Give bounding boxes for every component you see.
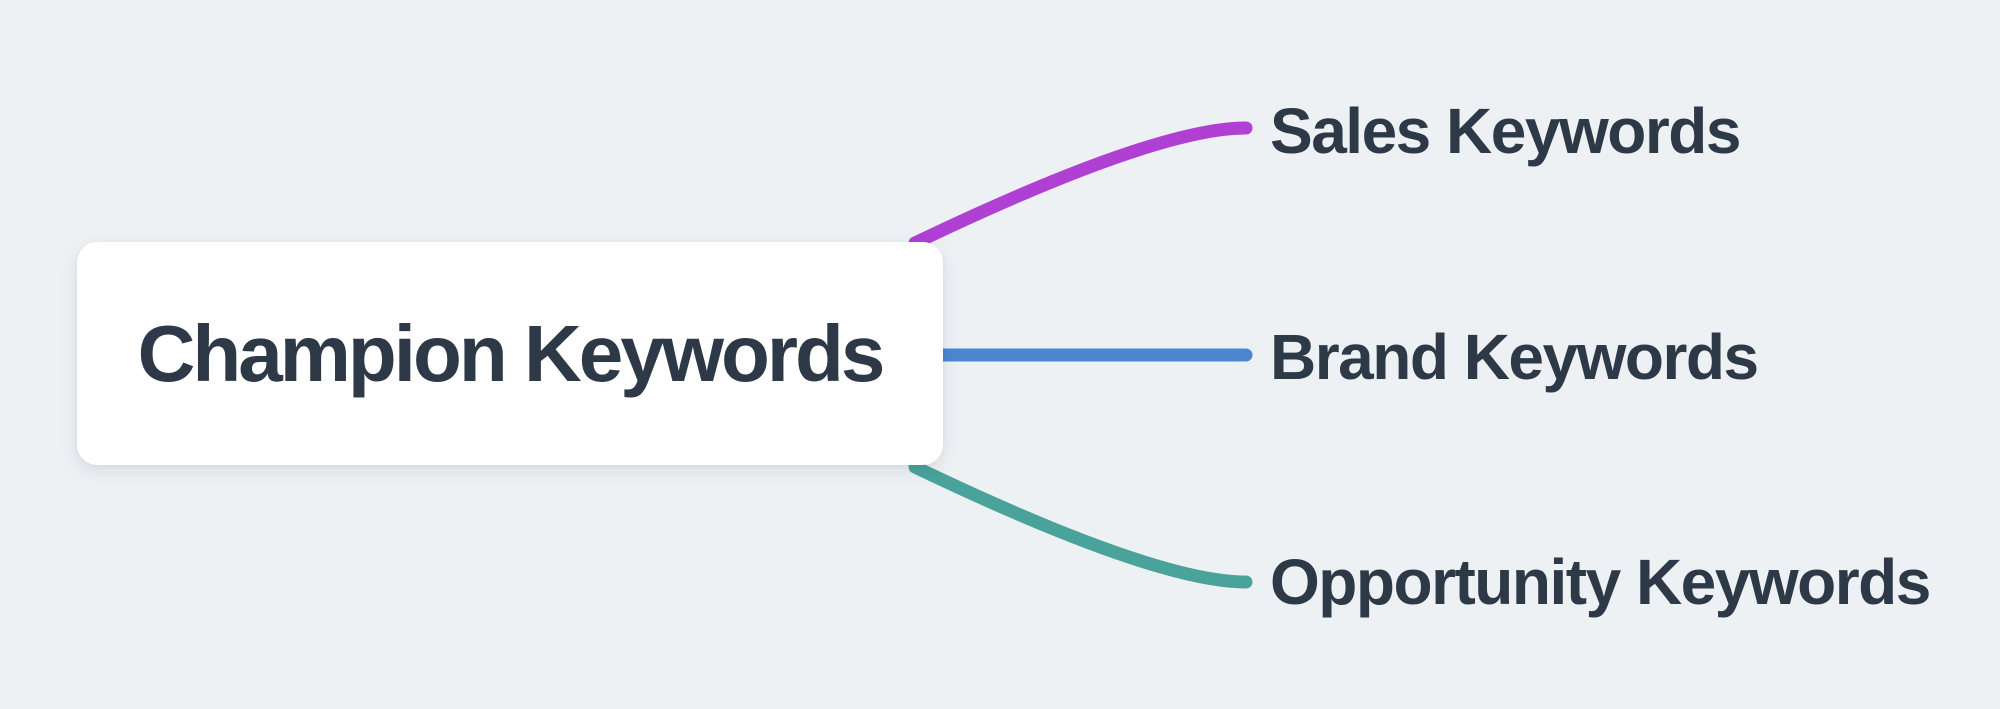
branch-label-opportunity-keywords[interactable]: Opportunity Keywords	[1270, 546, 1931, 618]
branch-label-sales-keywords[interactable]: Sales Keywords	[1270, 95, 1741, 167]
root-node-label: Champion Keywords	[137, 308, 886, 398]
branch-connector-sales	[908, 121, 1253, 250]
branch-label-brand-keywords[interactable]: Brand Keywords	[1270, 321, 1759, 393]
branch-connector-opportunity	[908, 460, 1253, 589]
root-node[interactable]: Champion Keywords	[77, 242, 943, 465]
